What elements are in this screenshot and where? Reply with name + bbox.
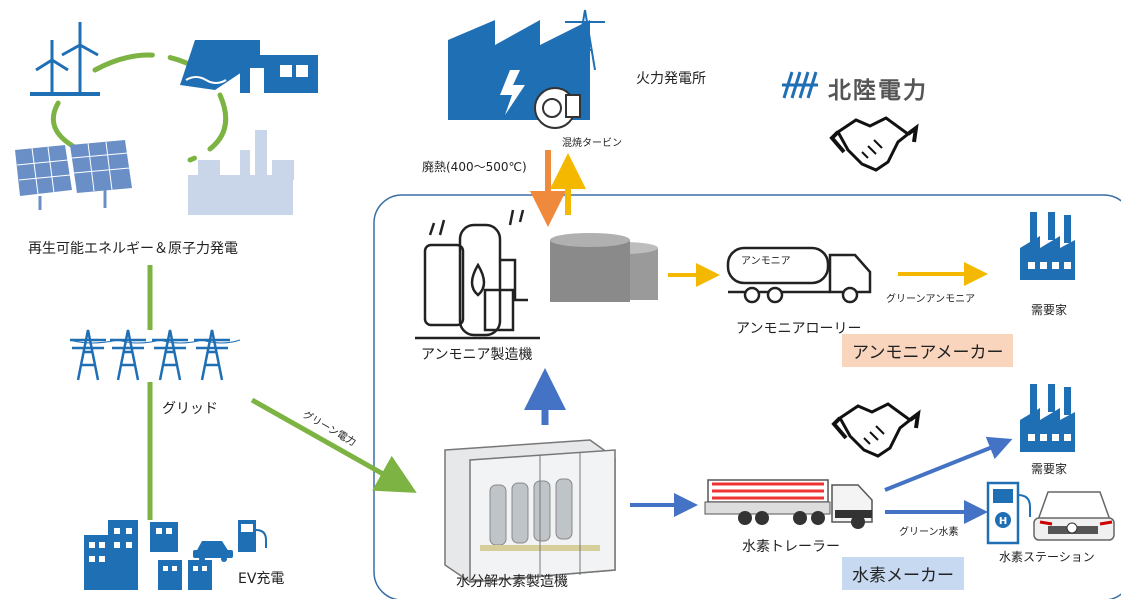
- pylon-icon: [69, 329, 241, 381]
- ev-label: EV充電: [238, 571, 285, 587]
- system-frame: [373, 194, 1121, 599]
- handshake-icon: [829, 116, 919, 172]
- building-icon: [84, 520, 212, 590]
- wind-turbine-icon: [30, 22, 100, 96]
- ammonia-plant-label: アンモニア製造機: [421, 347, 533, 363]
- storage-tank-icon: [550, 233, 658, 302]
- hydrogen-station-icon: H: [986, 481, 1115, 545]
- tank-truck-text: アンモニア: [741, 256, 791, 267]
- ammonia-reactor-icon: [415, 209, 540, 340]
- hydrogen-trailer-icon: [704, 479, 873, 529]
- car-icon: [193, 541, 233, 562]
- demand-label-1: 需要家: [1031, 303, 1068, 317]
- green-power-arrow: [250, 397, 417, 493]
- thermal-plant-label: 火力発電所: [636, 71, 706, 87]
- solar-panel-icon: [15, 140, 132, 210]
- electrolyzer-icon: [444, 439, 616, 583]
- factory-icon: [1020, 212, 1075, 280]
- ammonia-maker-badge: アンモニアメーカー: [842, 334, 1014, 367]
- hydrogen-trailer-label: 水素トレーラー: [742, 539, 840, 555]
- nuclear-plant-icon: [188, 130, 294, 215]
- grid-label: グリッド: [162, 401, 218, 417]
- hydrogen-demand-arrow: [884, 436, 1013, 492]
- factory-icon: [448, 9, 605, 120]
- turbine-icon: [534, 87, 581, 129]
- waste-heat-label: 廃熱(400～500℃): [422, 160, 527, 174]
- hydrogen-maker-badge: 水素メーカー: [842, 557, 964, 590]
- green-hydrogen-label: グリーン水素: [899, 527, 959, 538]
- demand-label-2: 需要家: [1031, 462, 1068, 476]
- hydrogen-station-label: 水素ステーション: [999, 550, 1095, 564]
- green-ammonia-label: グリーンアンモニア: [886, 294, 976, 305]
- ammonia-lorry-label: アンモニアローリー: [736, 321, 862, 337]
- svg-text:H: H: [999, 516, 1007, 527]
- ev-charger-icon: [238, 520, 267, 552]
- company-logo-text: 北陸電力: [828, 78, 928, 104]
- electrolyzer-label: 水分解水素製造機: [456, 574, 568, 590]
- handshake-icon: [831, 402, 921, 458]
- tank-truck-icon: [726, 246, 872, 304]
- logo-icon: [782, 71, 818, 99]
- renewable-label: 再生可能エネルギー＆原子力発電: [28, 241, 238, 257]
- turbine-label: 混焼タービン: [562, 138, 622, 149]
- hydro-plant-icon: [180, 40, 318, 93]
- factory-icon: [1020, 384, 1075, 452]
